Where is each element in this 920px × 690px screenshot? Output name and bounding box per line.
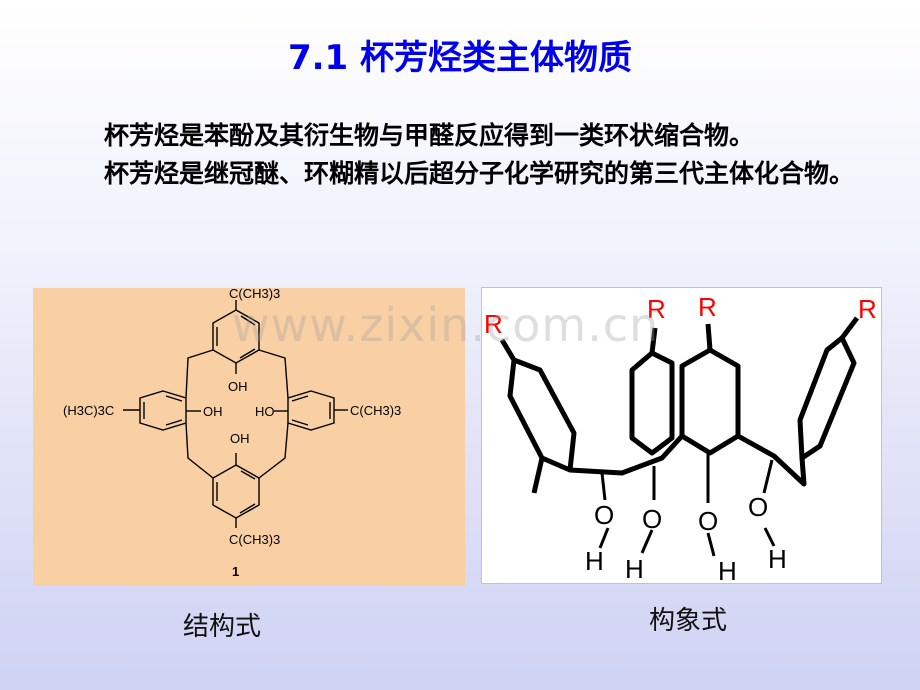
label-right-ho: HO (255, 404, 275, 419)
bottom-benzene-ring (212, 464, 260, 519)
bridge-top-left (185, 349, 214, 399)
label-top-oh: OH (228, 379, 248, 394)
h-label-2: H (625, 554, 644, 583)
h-label-4: H (768, 544, 787, 574)
right-benzene-ring (287, 390, 335, 431)
label-left-tbutyl: (H3C)3C (63, 403, 114, 418)
slide-title: 7.1 杯芳烃类主体物质 (287, 38, 633, 78)
h-label-1: H (585, 546, 604, 576)
cone-ring-second (629, 350, 675, 456)
conformation-panel: R R R R O O O O H H H H (481, 287, 882, 586)
h-label-3: H (718, 556, 737, 583)
bridge-left (569, 434, 684, 476)
cone-ring-front (679, 347, 741, 456)
o-label-4: O (748, 492, 768, 522)
r-label-1: R (484, 309, 503, 339)
bridge-bottom-left (185, 422, 214, 479)
caption-structural-formula: 结构式 (183, 612, 262, 642)
calixarene-conformation-drawing: R R R R O O O O H H H H (484, 292, 877, 586)
r-label-2: R (647, 294, 666, 324)
structural-formula-panel: C(CH3)3 OH (H3C)3C OH HO C(CH3)3 OH C(CH… (33, 286, 465, 586)
o-label-3: O (698, 506, 718, 536)
bridge-top-right (258, 349, 289, 399)
paragraph-definition: 杯芳烃是苯酚及其衍生物与甲醛反应得到一类环状缩合物。 (104, 121, 755, 150)
r-label-3: R (698, 292, 717, 322)
label-bottom-oh: OH (230, 431, 250, 446)
caption-conformation: 构象式 (649, 606, 728, 636)
compound-number: 1 (232, 564, 239, 579)
bridge-bottom-right (258, 422, 289, 479)
label-left-oh: OH (203, 404, 223, 419)
o-label-2: O (642, 504, 662, 534)
cone-ring-right (797, 335, 857, 461)
watermark: www.zixin.com.cn (232, 298, 660, 352)
cone-ring-left (507, 357, 577, 473)
bridge-right (736, 433, 807, 487)
label-right-tbutyl: C(CH3)3 (350, 403, 401, 418)
o-label-1: O (594, 500, 614, 530)
label-bottom-tbutyl: C(CH3)3 (229, 532, 280, 547)
calixarene-structure-drawing: C(CH3)3 OH (H3C)3C OH HO C(CH3)3 OH C(CH… (63, 286, 401, 579)
paragraph-generation: 杯芳烃是继冠醚、环糊精以后超分子化学研究的第三代主体化合物。 (104, 159, 855, 188)
label-top-tbutyl: C(CH3)3 (229, 288, 280, 301)
left-benzene-ring (139, 390, 187, 431)
r-label-4: R (858, 294, 877, 324)
